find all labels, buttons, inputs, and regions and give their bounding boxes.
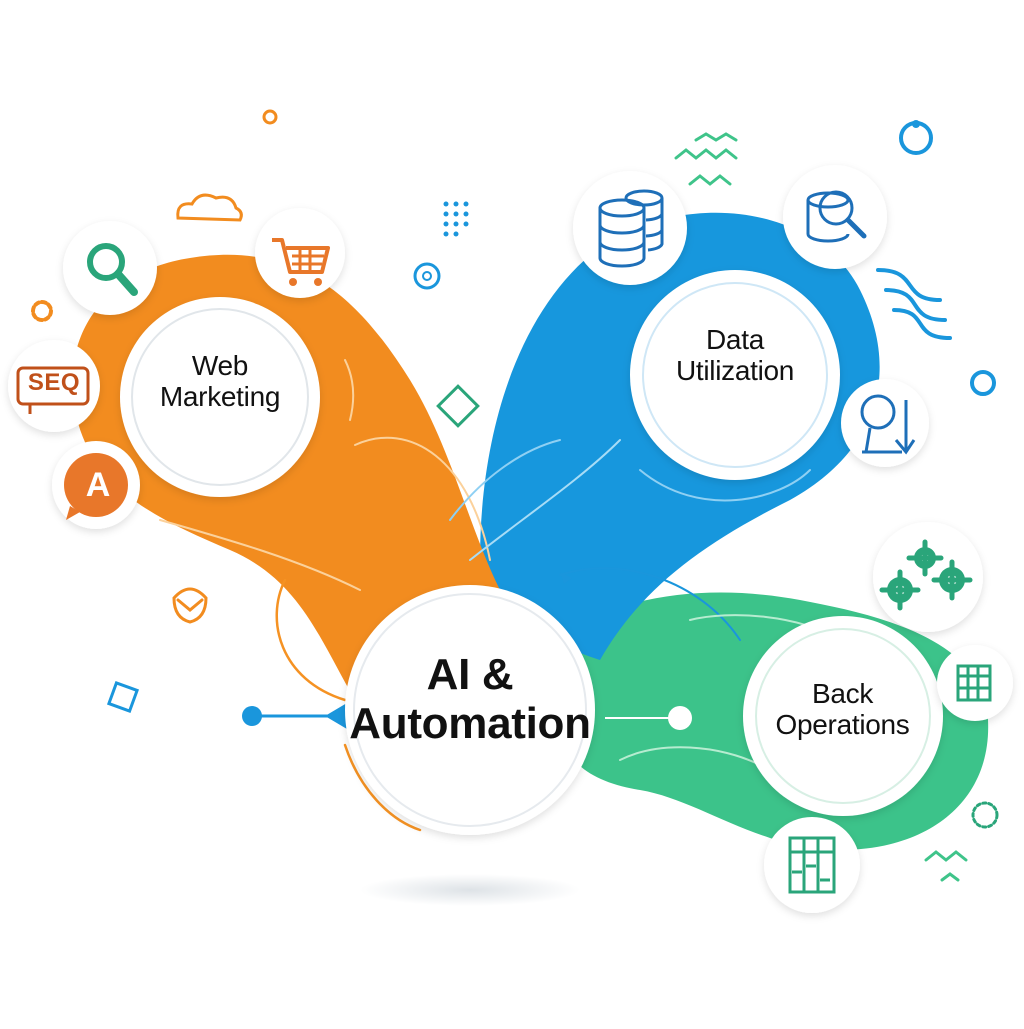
data-utilization-label-line2: Utilization [675,355,795,387]
a-letter-badge-icon[interactable] [52,441,140,529]
web-marketing-label: Web Marketing [120,350,320,413]
wave-decoration-green [674,148,738,160]
ai-automation-label-line1: AI & [426,650,514,699]
gears-icon[interactable] [873,522,983,632]
seq-badge-icon[interactable] [8,340,100,432]
back-operations-label: Back Operations [745,678,940,741]
wave-decoration-green-small [924,850,968,862]
shopping-cart-icon[interactable] [255,208,345,298]
cloud-icon [176,193,243,222]
kanban-board-icon[interactable] [764,817,860,913]
web-marketing-node[interactable] [120,297,320,497]
diamond-decoration [436,384,480,428]
data-utilization-label: Data Utilization [630,324,840,387]
ai-automation-label-line2: Automation [349,699,591,749]
left-connector-dot [242,706,262,726]
web-marketing-label-line1: Web [191,350,249,381]
web-marketing-label-line2: Marketing [159,381,281,413]
data-utilization-node[interactable] [630,270,840,480]
dot-grid-decoration [443,201,469,237]
database-icon[interactable] [573,171,687,285]
search-icon[interactable] [63,221,157,315]
decorations [31,109,999,882]
target-decoration [413,262,441,290]
swoosh-decoration-blue [876,268,952,340]
back-operations-node[interactable] [743,616,943,816]
seq-badge-text: SEQ [27,369,81,396]
small-gear-decoration [31,300,53,322]
ai-automation-node[interactable] [345,585,595,835]
spreadsheet-icon[interactable] [937,645,1013,721]
chat-bubble-decoration [172,587,208,624]
arrow-head [560,572,572,584]
splash-decoration-green [971,801,999,829]
ring-decoration-blue-small [970,370,996,396]
a-badge-text: A [85,466,111,504]
ground-shadow [360,874,580,906]
ring-decoration-orange [262,109,278,125]
back-operations-label-line1: Back [811,678,874,709]
ai-automation-label: AI & Automation [330,650,610,749]
data-search-icon[interactable] [783,165,887,269]
back-operations-label-line2: Operations [775,709,910,741]
data-utilization-label-line1: Data [706,324,764,355]
accent-curves [159,359,841,832]
right-connector-dot [668,706,692,730]
chart-search-icon[interactable] [841,379,929,467]
square-decoration [106,680,140,714]
